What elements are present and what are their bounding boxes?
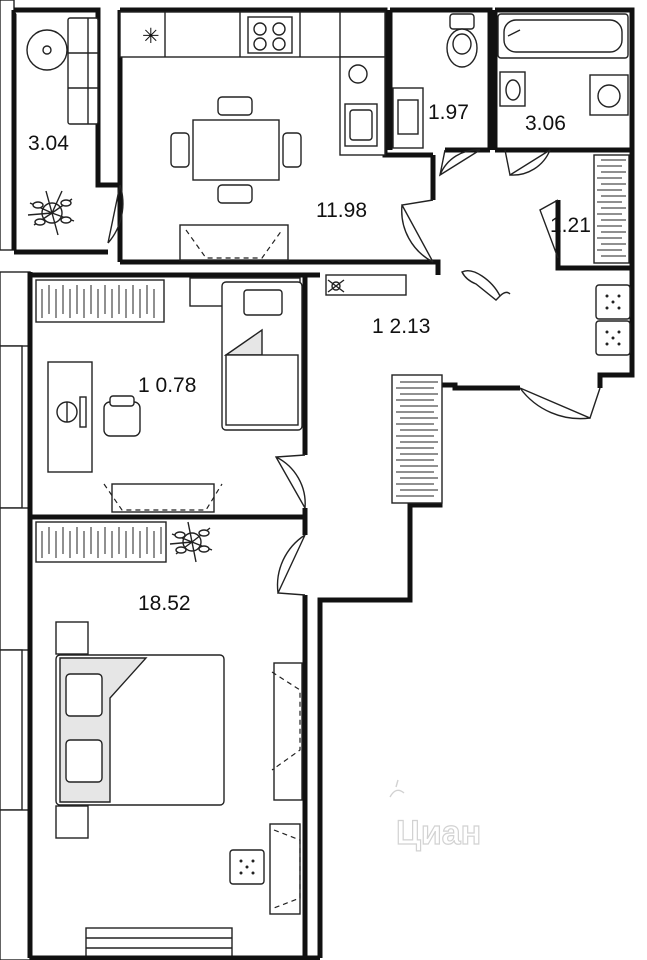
sink-icon bbox=[344, 64, 378, 147]
large-bedroom-furniture bbox=[35, 521, 303, 915]
loggia-sofa bbox=[67, 17, 99, 125]
small-bedroom-furniture bbox=[35, 277, 303, 513]
hall-shelf bbox=[325, 274, 407, 296]
area-label-small-bedroom: 1 0.78 bbox=[138, 374, 196, 397]
small-bedroom-wardrobe bbox=[35, 279, 165, 323]
dresser bbox=[269, 823, 301, 915]
chair bbox=[217, 184, 253, 204]
closet-door[interactable] bbox=[539, 199, 559, 259]
pillow bbox=[65, 739, 103, 783]
bedroom-plant-icon bbox=[169, 521, 213, 563]
area-label-closet: 1.21 bbox=[550, 214, 591, 237]
hall-wardrobe bbox=[391, 374, 443, 504]
chair bbox=[282, 132, 302, 168]
chair bbox=[217, 96, 253, 116]
loggia-door[interactable] bbox=[107, 184, 124, 244]
loggia-plant-icon bbox=[27, 190, 75, 236]
bath-door[interactable] bbox=[504, 149, 551, 177]
hall-plant-icon bbox=[327, 279, 345, 293]
dining-table bbox=[192, 119, 280, 181]
loggia-furniture bbox=[26, 17, 99, 236]
area-label-wc: 1.97 bbox=[428, 101, 469, 124]
large-bedroom-door[interactable] bbox=[276, 534, 306, 596]
walls bbox=[11, 7, 635, 960]
entrance-door[interactable] bbox=[519, 387, 601, 420]
chair bbox=[170, 132, 190, 168]
room-labels: 3.04 11.98 1.97 3.06 1.21 1 2.13 1 0.78 … bbox=[28, 101, 591, 615]
kitchen-furniture: ✳ bbox=[119, 11, 386, 261]
doors bbox=[107, 149, 601, 596]
bath-furniture bbox=[497, 13, 629, 116]
watermark-text: Циан bbox=[396, 814, 481, 852]
large-bedroom-tv bbox=[273, 662, 303, 801]
large-bedroom-wardrobe bbox=[35, 521, 167, 563]
hall-furniture bbox=[325, 269, 631, 504]
area-label-kitchen: 11.98 bbox=[316, 199, 367, 222]
small-bedroom-door[interactable] bbox=[274, 454, 306, 509]
watermark: Циан bbox=[389, 779, 482, 853]
small-bedroom-tv bbox=[111, 483, 215, 513]
pillow bbox=[65, 673, 103, 717]
stove-icon bbox=[247, 16, 293, 54]
exterior-wall bbox=[0, 0, 233, 960]
nightstand bbox=[55, 621, 89, 655]
area-label-loggia: 3.04 bbox=[28, 132, 69, 155]
area-label-large-bedroom: 18.52 bbox=[138, 592, 191, 615]
wc-door[interactable] bbox=[438, 149, 481, 177]
pillow bbox=[243, 289, 283, 316]
socket-dots bbox=[239, 294, 621, 875]
office-chair bbox=[103, 401, 141, 437]
area-label-bathroom: 3.06 bbox=[525, 112, 566, 135]
nightstand bbox=[55, 805, 89, 839]
kitchen-tv-stand bbox=[179, 224, 289, 261]
cat-icon bbox=[461, 269, 511, 301]
hood-icon: ✳ bbox=[142, 25, 160, 48]
area-label-hall: 1 2.13 bbox=[372, 315, 430, 338]
kitchen-door[interactable] bbox=[400, 199, 434, 263]
closet-wardrobe bbox=[593, 154, 630, 264]
wc-furniture bbox=[392, 13, 478, 149]
